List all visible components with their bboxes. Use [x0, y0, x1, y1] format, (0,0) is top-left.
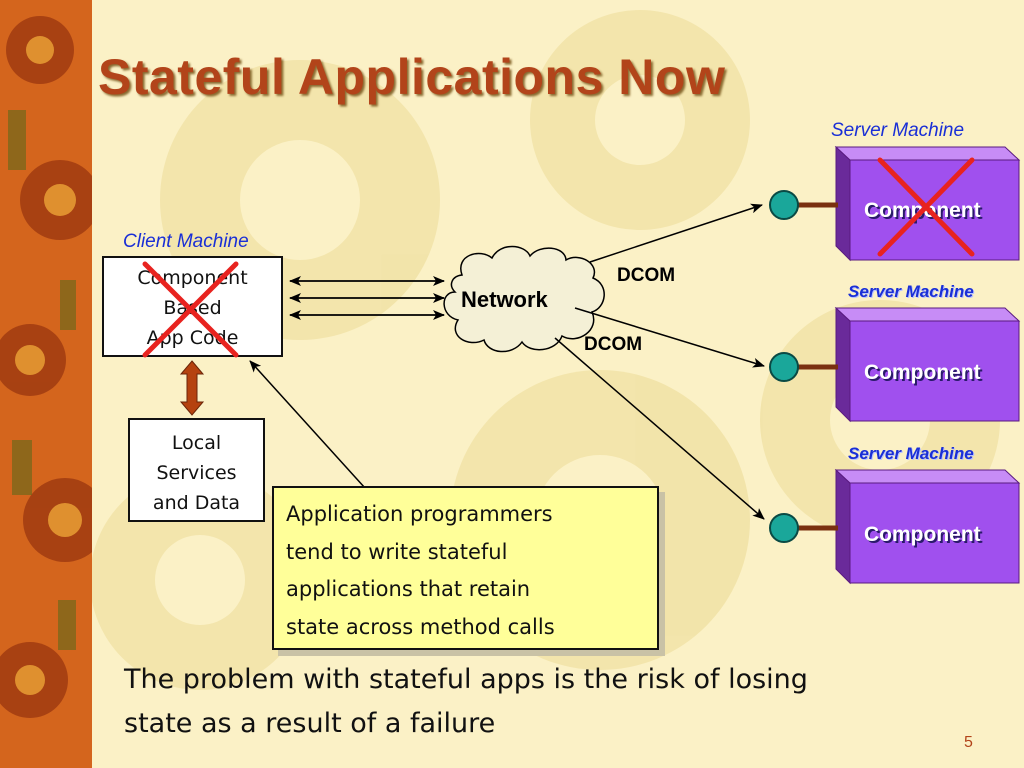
interface-connector-icon-3: [769, 513, 838, 543]
arrow-to-server-3: [554, 337, 765, 520]
summary-line: The problem with stateful apps is the ri…: [124, 664, 808, 695]
server-machine-label-3: Server Machine: [848, 444, 974, 463]
component-label-1: Component: [864, 199, 981, 222]
interface-connector-icon-2: [769, 352, 838, 382]
local-services-box: Local Services and Data: [128, 418, 265, 522]
note-line: Application programmers: [286, 502, 553, 526]
note-line: applications that retain: [286, 577, 531, 601]
client-network-arrows: [289, 276, 445, 320]
summary-line: state as a result of a failure: [124, 708, 496, 739]
network-cloud: [443, 245, 605, 353]
server-machine-label-1: Server Machine: [831, 120, 965, 141]
callout-note: Application programmers tend to write st…: [272, 486, 659, 650]
local-box-line: Services: [156, 462, 237, 484]
client-box-line: App Code: [146, 327, 239, 349]
component-label-3: Component: [864, 523, 981, 546]
client-box-line: Based: [163, 297, 222, 319]
slide-title: Stateful Applications Now: [98, 49, 726, 105]
arrow-to-server-2: [574, 307, 765, 368]
client-box-line: Component: [137, 267, 248, 289]
local-box-line: and Data: [152, 492, 241, 514]
dcom-label-top: DCOM: [617, 265, 676, 286]
note-line: state across method calls: [286, 614, 555, 639]
decorative-side-strip: [0, 0, 92, 768]
server-box-2: [834, 306, 1021, 423]
client-machine-label: Client Machine: [123, 231, 249, 252]
local-box-line: Local: [171, 432, 222, 454]
interface-connector-icon-1: [769, 190, 838, 220]
note-line: tend to write stateful: [286, 539, 508, 564]
dcom-label-bottom: DCOM: [584, 334, 643, 355]
page-number: 5: [964, 734, 973, 751]
note-pointer-arrow: [249, 360, 366, 489]
client-app-code-box: Component Based App Code: [102, 256, 283, 357]
component-label-2: Component: [864, 361, 981, 384]
local-services-arrow: [179, 360, 205, 416]
server-box-3: [834, 468, 1021, 585]
arrow-to-server-1: [589, 203, 763, 263]
network-label: Network: [461, 287, 548, 312]
summary-text: The problem with stateful apps is the ri…: [124, 658, 808, 746]
server-machine-label-2: Server Machine: [848, 282, 974, 301]
